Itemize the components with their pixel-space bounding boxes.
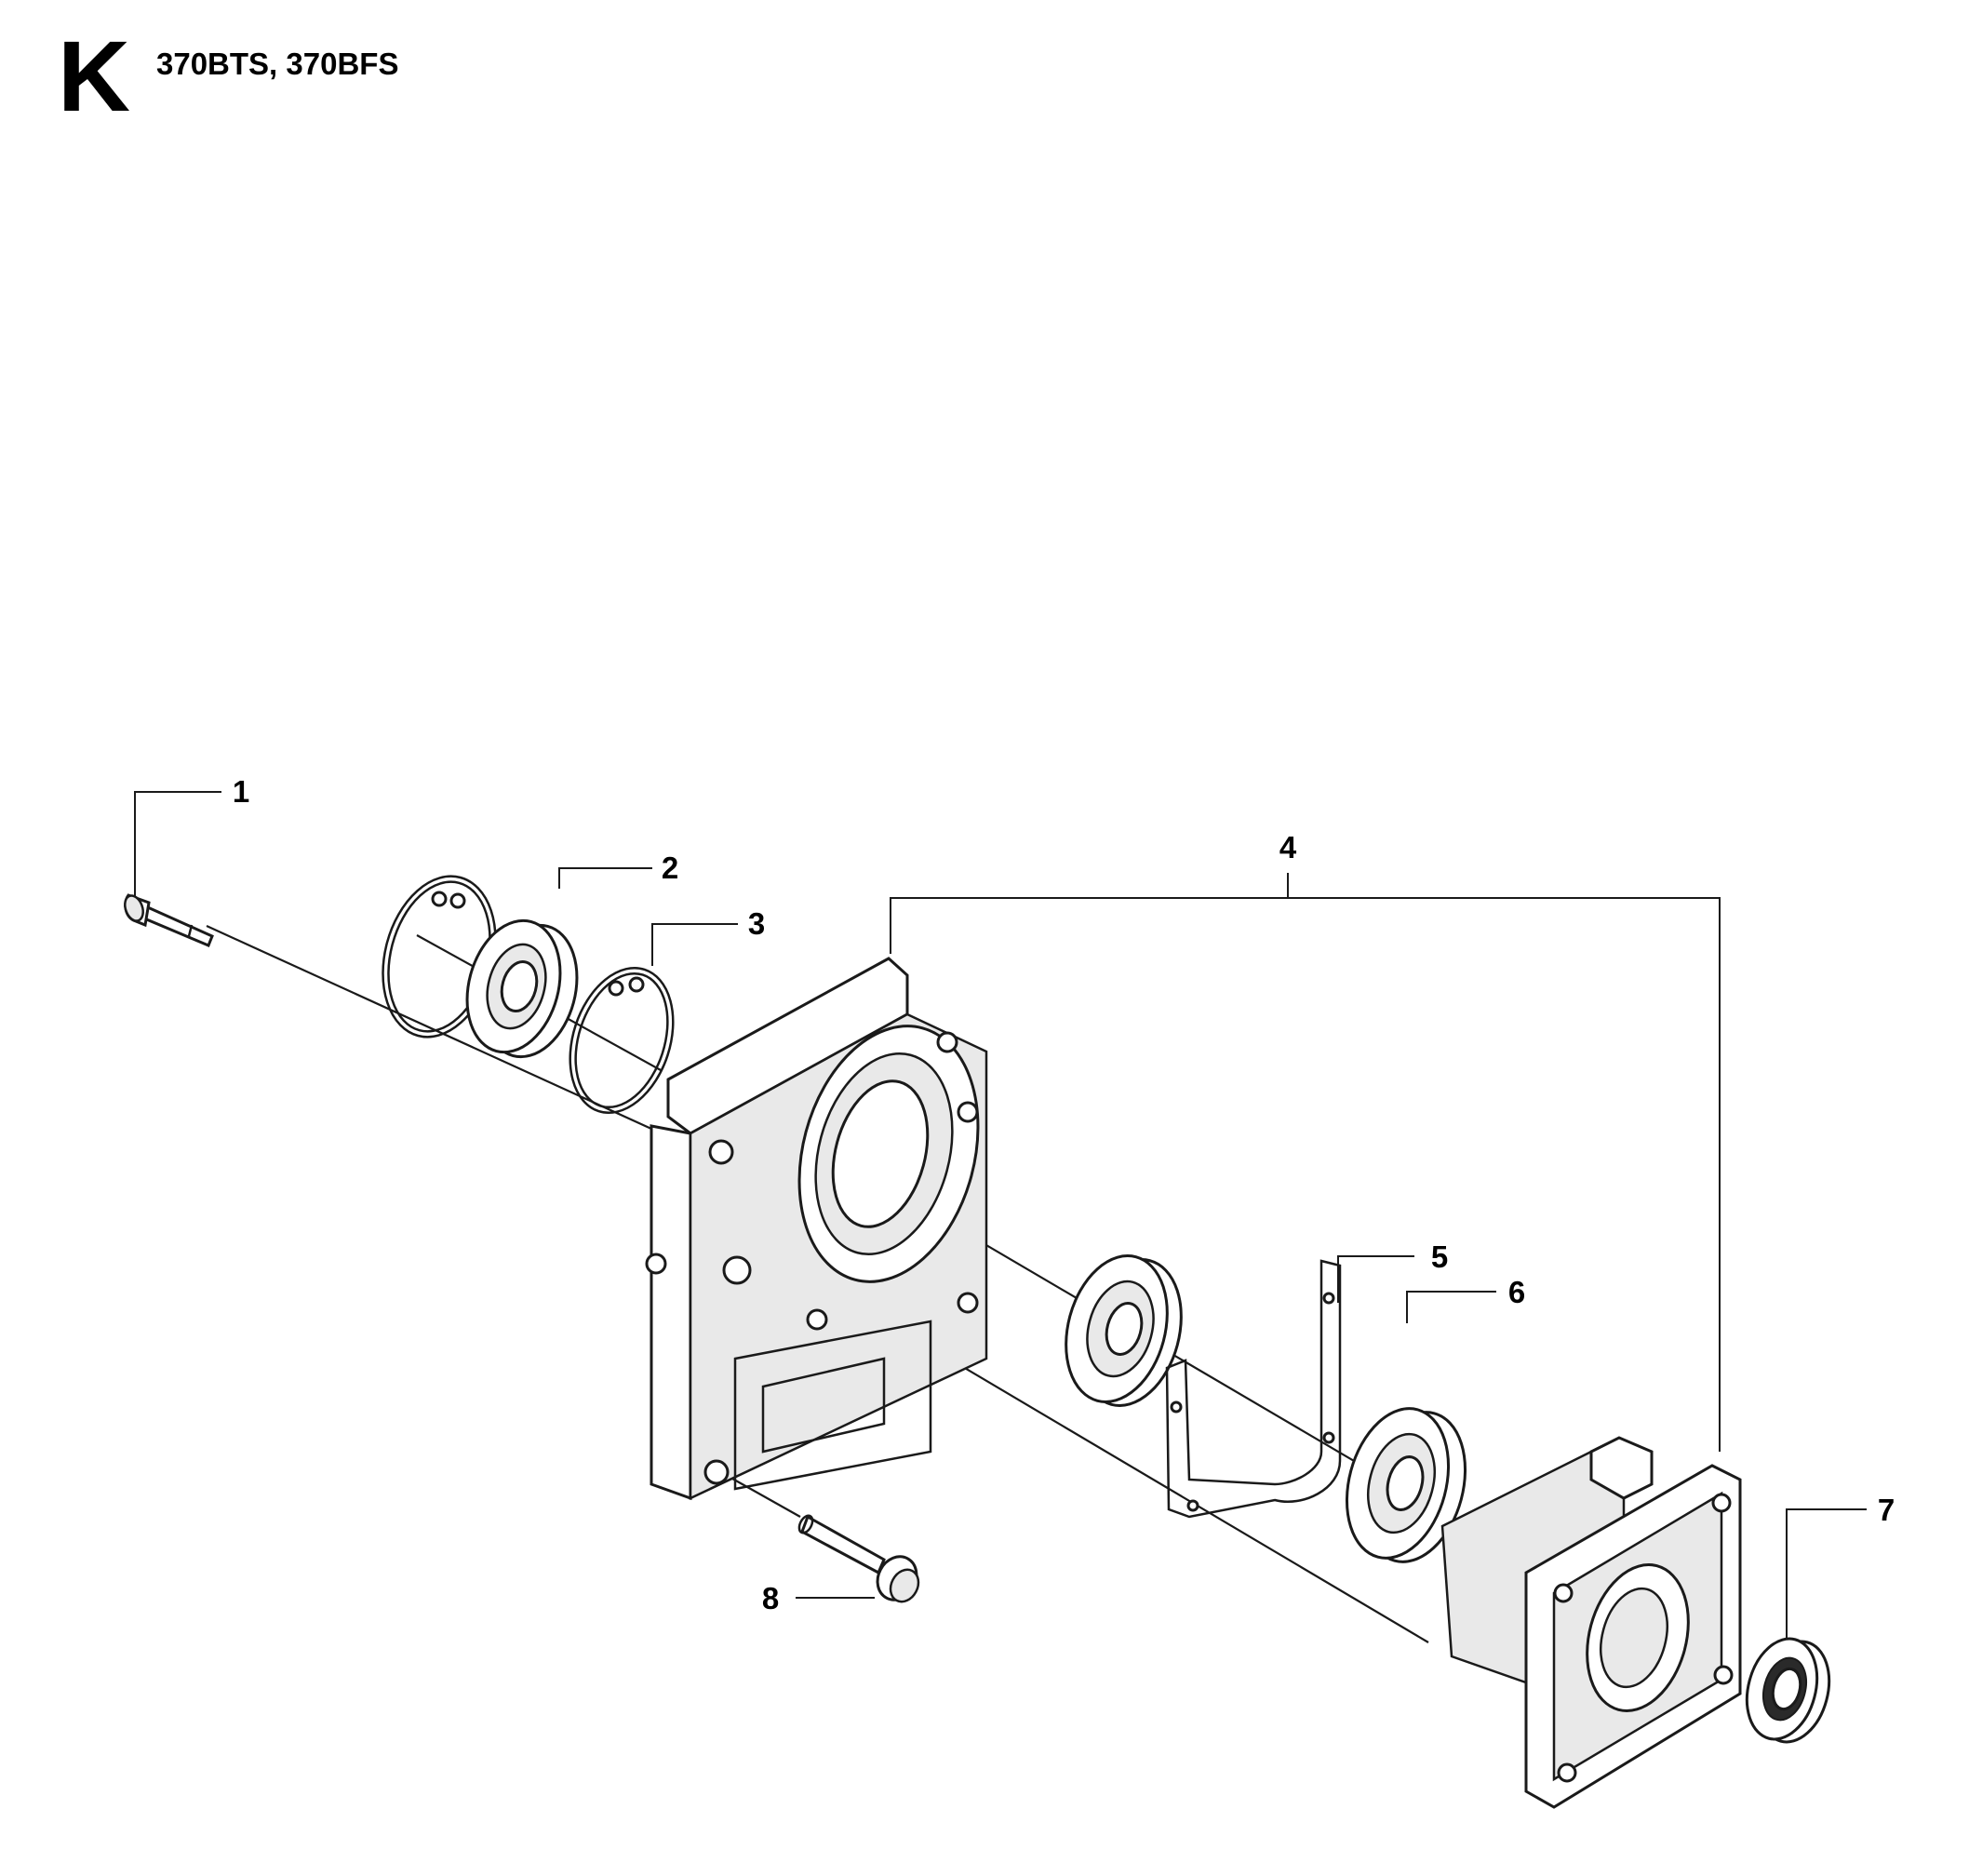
ball-bearing-icon-center [1065,1254,1183,1407]
ball-bearing-icon-6 [1345,1407,1467,1563]
cap-screw-icon [124,893,214,947]
circlip-icon [569,966,675,1115]
callout-8: 8 [762,1581,779,1615]
oil-seal-icon [1745,1637,1831,1744]
callout-6: 6 [1508,1275,1525,1309]
gasket-icon [1165,1259,1342,1519]
section-letter: K [58,20,130,132]
crankcase-right-half-icon [1440,1436,1742,1809]
ball-bearing-icon [465,918,579,1059]
callout-7: 7 [1878,1493,1895,1527]
flange-screw-icon [797,1514,920,1603]
callout-1: 1 [233,774,249,809]
callout-4: 4 [1279,830,1297,864]
callout-5: 5 [1431,1240,1448,1274]
callout-3: 3 [748,906,765,941]
crankcase-left-half-icon [645,957,988,1501]
callout-2: 2 [662,851,678,885]
callout-numbers: 1 2 3 4 5 6 7 8 [233,774,1895,1615]
model-label: 370BTS, 370BFS [156,47,399,81]
callout-leader-lines [134,791,1867,1675]
